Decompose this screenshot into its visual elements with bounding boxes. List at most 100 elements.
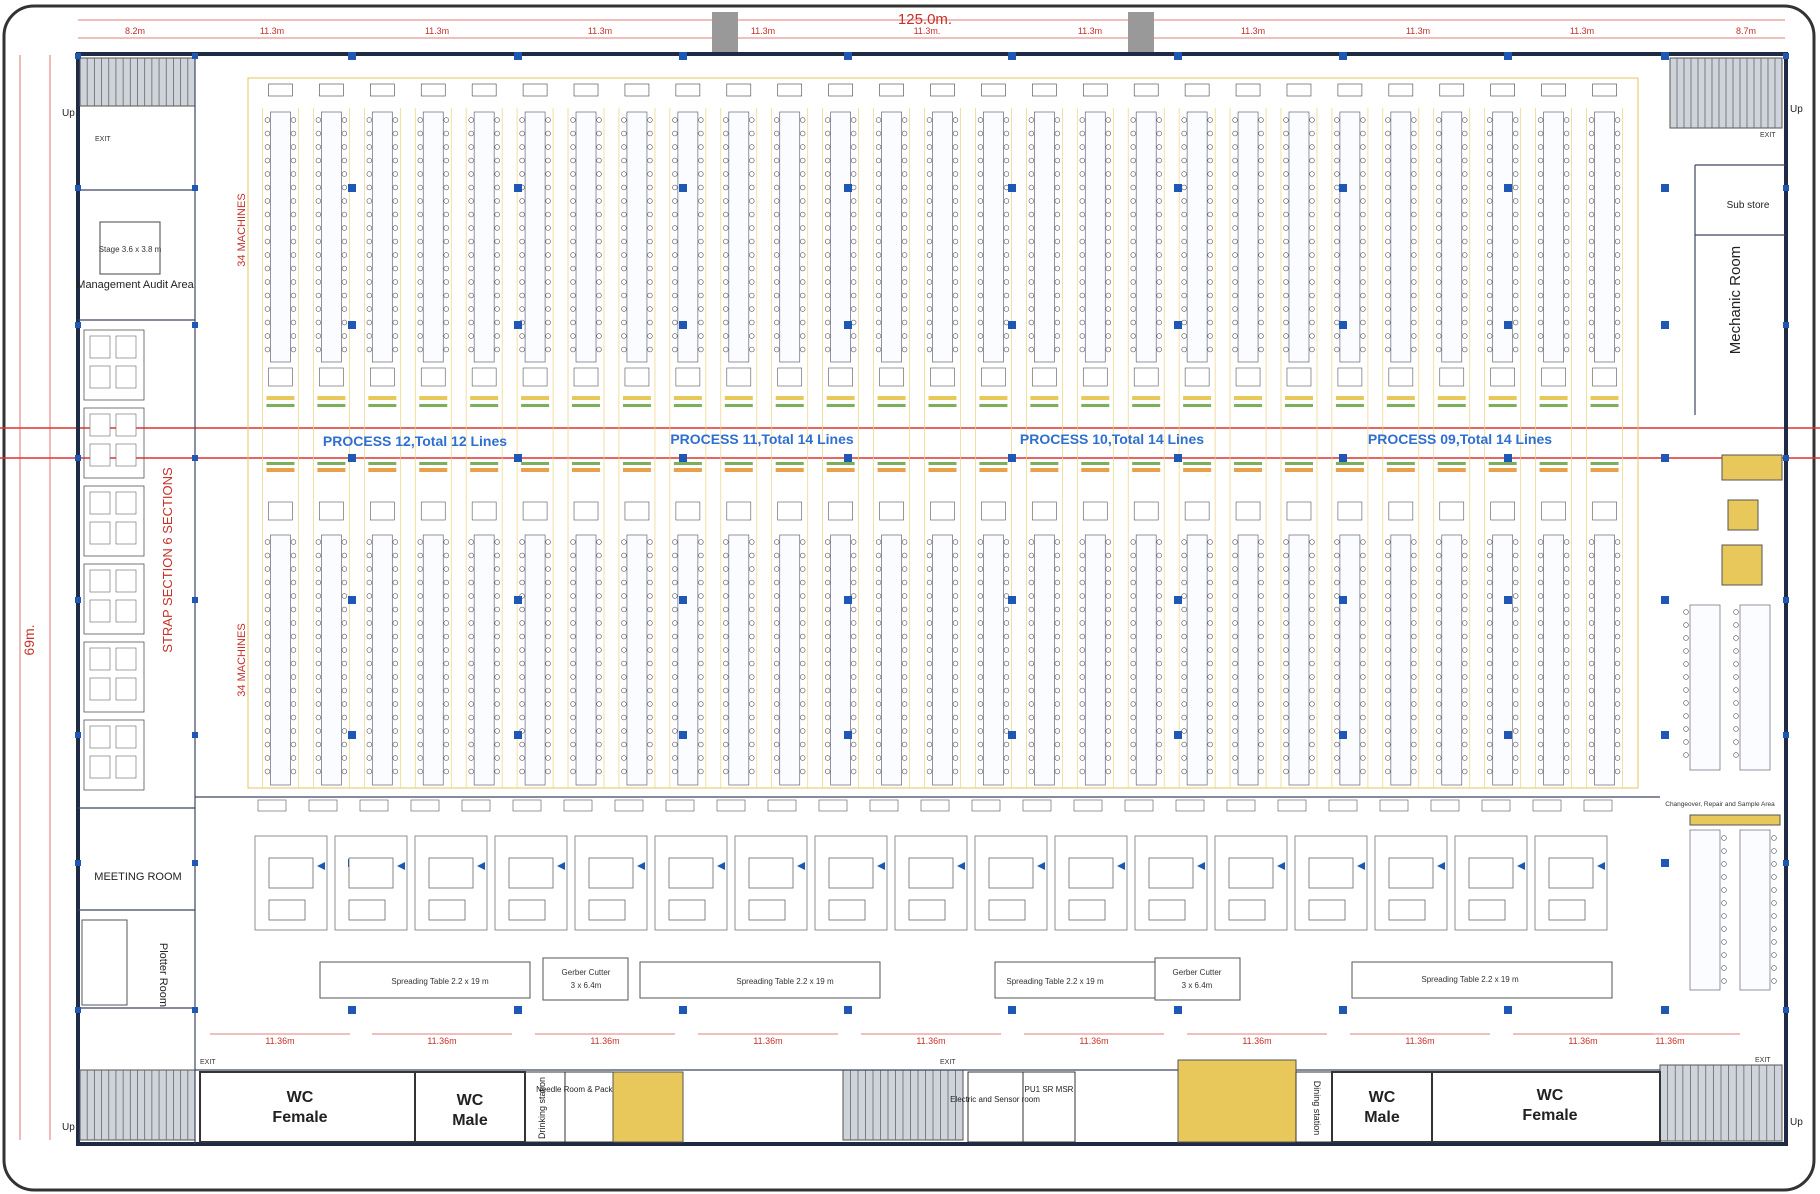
sewing-line-5 [465,83,503,788]
cut-station-7 [734,835,808,931]
plotter-room-label: Plotter Room [157,943,169,1007]
top-dim-1: 11.3m [260,26,284,36]
top-dim-4: 11.3m [751,26,775,36]
gerber-cutter-2-dims: 3 x 6.4m [1182,981,1213,990]
spreading-table-3: Spreading Table 2.2 x 19 m [1006,977,1104,986]
cut-station-2 [334,835,408,931]
top-dim-3: 11.3m [588,26,612,36]
gerber-cutter-1-title: Gerber Cutter [562,968,611,977]
bottom-dim-7: 11.36m [1405,1036,1434,1046]
cut-station-11 [1054,835,1128,931]
top-dim-10: 8.7m [1736,26,1756,36]
exit-label-bm: EXIT [940,1059,956,1066]
wc-female-left: WC Female [272,1089,327,1126]
top-dim-9: 11.3m [1570,26,1594,36]
overall-height-label: 69m. [21,624,37,655]
sewing-line-20 [1229,83,1267,788]
cut-station-5 [574,835,648,931]
cut-station-4 [494,835,568,931]
strap-block-3 [83,485,145,557]
stair-bottom-left [79,1069,196,1141]
packing-area [612,1071,684,1143]
cut-station-15 [1374,835,1448,931]
bottom-dim-4: 11.36m [916,1036,945,1046]
wc-male-left-label-2: Male [452,1112,488,1129]
cut-station-1 [254,835,328,931]
cut-station-13 [1214,835,1288,931]
sewing-line-13 [873,83,910,788]
sewing-line-25 [1484,83,1522,788]
spreading-table-1: Spreading Table 2.2 x 19 m [391,977,489,986]
exit-label-tl: EXIT [95,136,111,143]
sewing-line-16 [1026,83,1063,788]
sewing-line-14 [924,83,961,788]
strap-block-2 [83,407,145,479]
cut-station-16 [1454,835,1528,931]
wc-male-right-label: WC [1369,1089,1396,1106]
bottom-dim-3: 11.36m [753,1036,782,1046]
sewing-lines [262,83,1623,788]
wc-female-left-label-2: Female [272,1109,327,1126]
wc-female-right-label-2: Female [1522,1107,1577,1124]
plotter-cabinet [81,919,128,1006]
cutting-stations [254,799,1613,931]
spreading-row: Spreading Table 2.2 x 19 m Gerber Cutter… [319,957,1613,1001]
bottom-dim-6: 11.36m [1242,1036,1271,1046]
bottom-dimension-row: 11.36m 11.36m 11.36m 11.36m 11.36m 11.36m 11.3… [210,1033,1740,1046]
strap-section-blocks [83,329,145,791]
sewing-floor [247,77,1639,789]
drinking-station-left: Drinking station [537,1077,547,1139]
top-dim-6: 11.3m [1078,26,1102,36]
needle-room-label: Needle Room & Packing Area [536,1085,642,1094]
gerber-cutter-1-dims: 3 x 6.4m [571,981,602,990]
right-side-modules [1683,454,1783,991]
sewing-line-7 [567,83,605,788]
machines-label-top: 34 MACHINES [236,193,248,266]
strap-block-6 [83,719,145,791]
sewing-line-26 [1535,83,1572,788]
sewing-line-23 [1382,83,1420,788]
up-label-bl: Up [62,1122,75,1133]
management-stage-box [99,221,161,275]
dining-station-label: Dining station [1312,1081,1322,1136]
strap-block-1 [83,329,145,401]
up-label-tl: Up [62,108,75,119]
cut-station-9 [894,835,968,931]
bottom-dim-8: 11.36m [1568,1036,1597,1046]
management-stage-label: Stage 3.6 x 3.8 m [99,245,162,254]
dining-block [1177,1059,1297,1143]
bottom-dim-2: 11.36m [590,1036,619,1046]
top-dim-7: 11.3m [1241,26,1265,36]
sewing-line-11 [771,83,809,788]
sewing-line-24 [1433,83,1471,788]
wc-female-left-label: WC [287,1089,314,1106]
sewing-line-17 [1076,83,1114,788]
top-dim-2: 11.3m [425,26,449,36]
sewing-line-10 [720,83,758,788]
process-12-label: PROCESS 12,Total 12 Lines [323,433,507,449]
cut-station-12 [1134,835,1208,931]
stair-bottom-mid [842,1069,964,1141]
sewing-line-6 [516,83,554,788]
wc-male-left-label: WC [457,1092,484,1109]
stair-bottom-right [1659,1064,1783,1142]
sewing-line-18 [1127,83,1165,788]
exit-label-br: EXIT [1755,1057,1771,1064]
management-audit-label: Management Audit Area [76,279,194,291]
sewing-line-27 [1586,83,1623,788]
wc-male-left: WC Male [452,1092,488,1129]
top-gate-1 [712,12,738,52]
up-label-tr: Up [1790,104,1803,115]
top-dim-0: 8.2m [125,26,145,36]
bottom-dim-5: 11.36m [1079,1036,1108,1046]
sewing-line-2 [313,83,350,788]
process-11-label: PROCESS 11,Total 14 Lines [670,431,854,447]
cut-station-3 [414,835,488,931]
cut-station-14 [1294,835,1368,931]
sewing-line-12 [822,83,859,788]
sewing-line-19 [1178,83,1216,788]
stair-top-right [1669,57,1783,129]
